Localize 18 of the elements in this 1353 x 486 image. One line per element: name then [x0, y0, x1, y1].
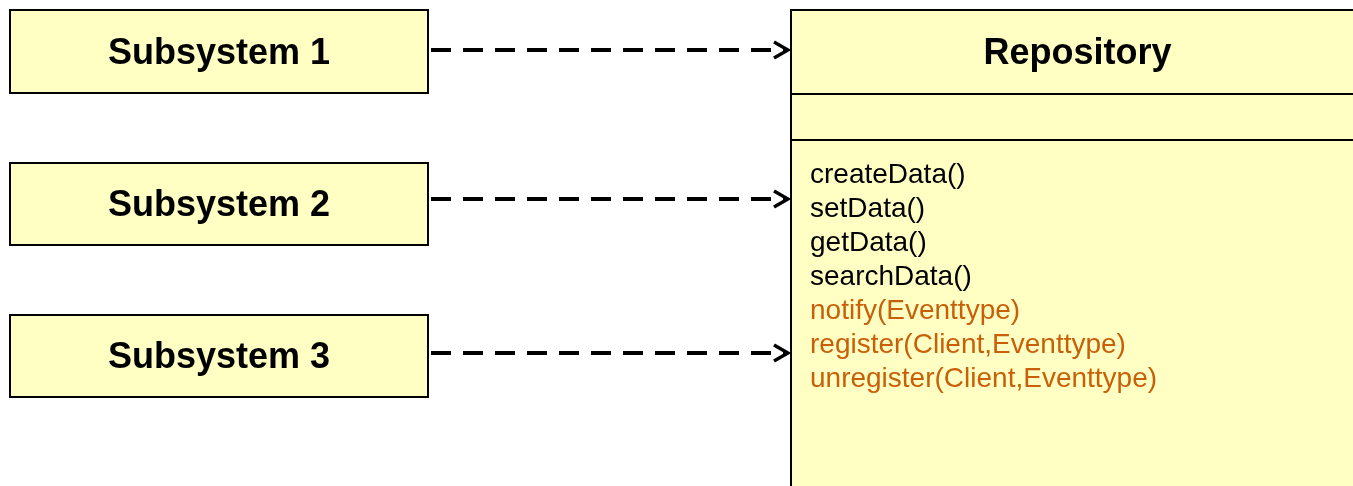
method-name: searchData() — [810, 259, 972, 293]
method-name: createData() — [810, 157, 966, 191]
method-name: notify(Eventtype) — [810, 293, 1021, 327]
dashed-arrow — [431, 343, 790, 363]
subsystem-label: Subsystem 3 — [107, 335, 331, 377]
subsystem-label: Subsystem 2 — [107, 183, 331, 225]
class-name: Repository — [983, 31, 1172, 73]
method-name: unregister(Client,Eventtype) — [810, 361, 1158, 395]
subsystem-box — [9, 9, 429, 94]
dashed-arrow — [431, 189, 790, 209]
method-name: getData() — [810, 225, 927, 259]
dashed-arrow — [431, 40, 790, 60]
method-name: setData() — [810, 191, 926, 225]
subsystem-box — [9, 314, 429, 398]
class-box — [790, 9, 1353, 486]
method-name: register(Client,Eventtype) — [810, 327, 1126, 361]
subsystem-label: Subsystem 1 — [107, 30, 331, 73]
subsystem-box — [9, 162, 429, 246]
